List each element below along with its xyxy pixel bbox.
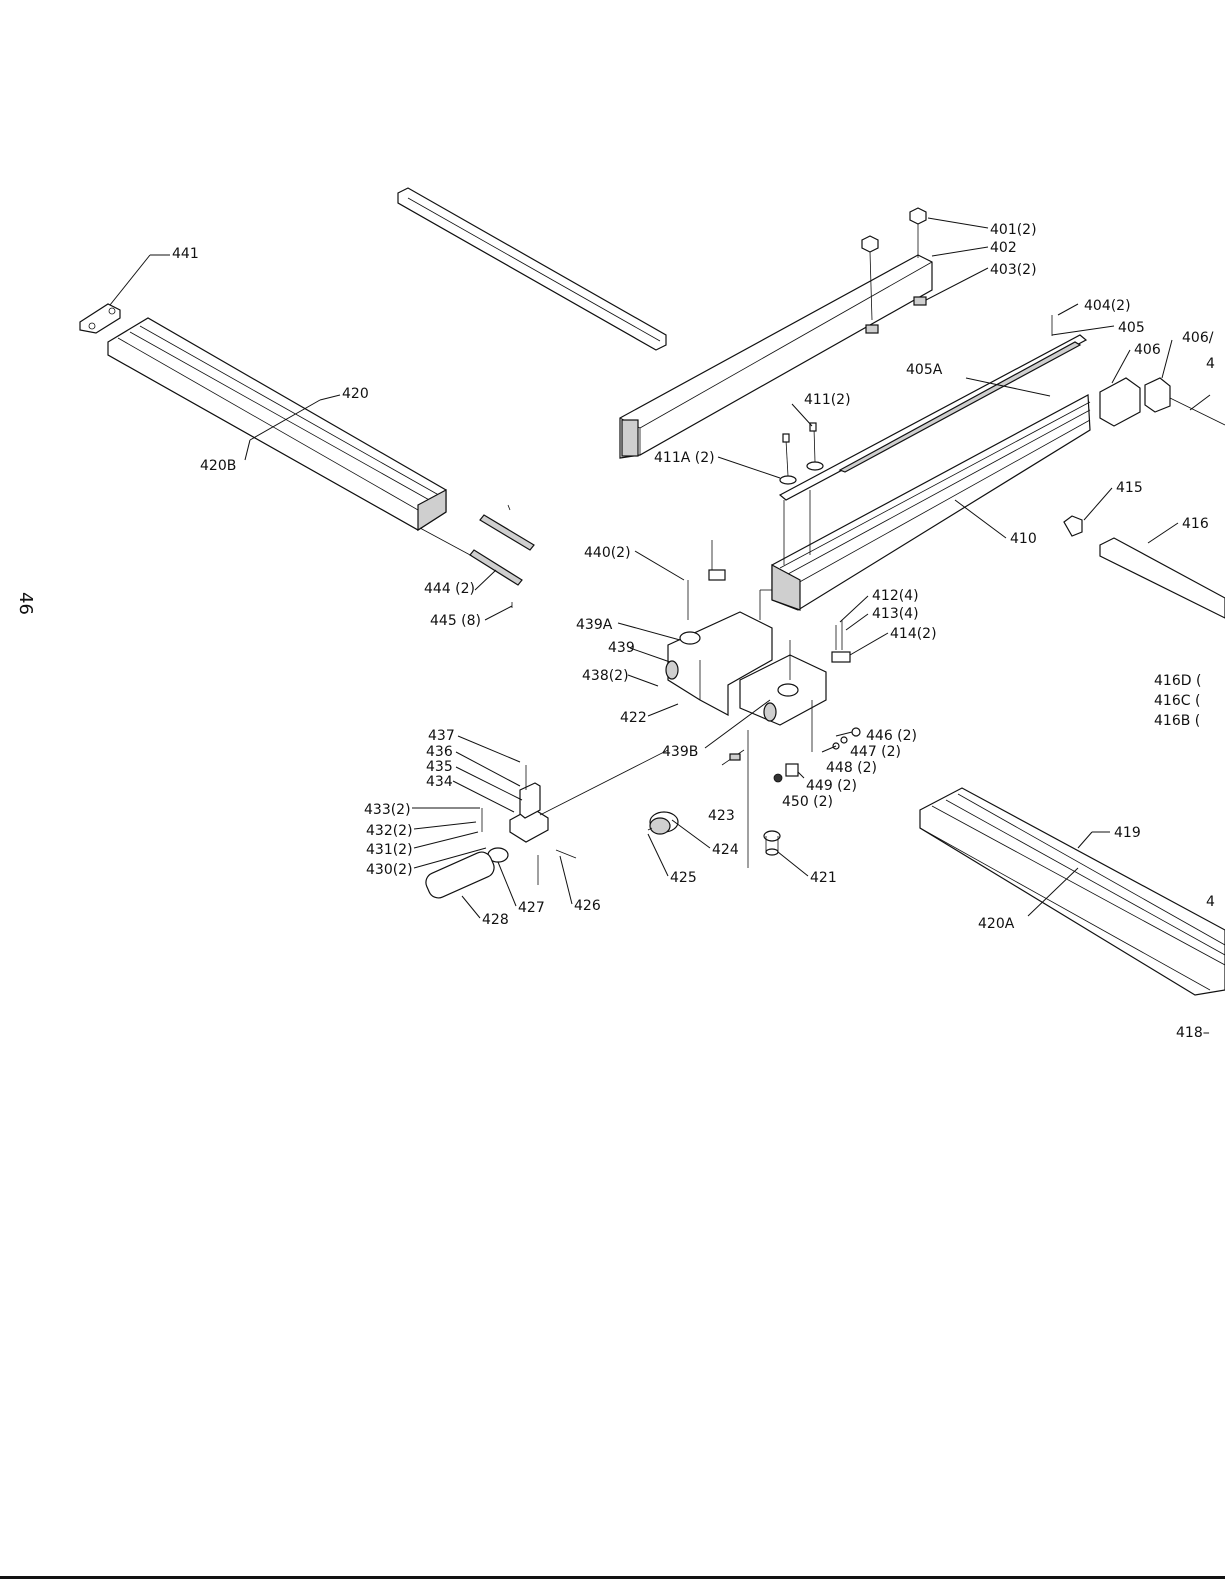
label-410: 410 xyxy=(1010,531,1037,547)
label-448: 448 (2) xyxy=(826,760,877,776)
label-439: 439 xyxy=(608,640,635,656)
part-421 xyxy=(763,830,781,856)
label-405A: 405A xyxy=(906,362,943,378)
label-416: 416 xyxy=(1182,516,1209,532)
label-416D: 416D ( xyxy=(1154,673,1201,689)
label-418: 418– xyxy=(1176,1025,1210,1041)
label-439B: 439B xyxy=(662,744,698,760)
part-441-bracket xyxy=(79,303,121,334)
label-424: 424 xyxy=(712,842,739,858)
label-427: 427 xyxy=(518,900,545,916)
part-labels: 401(2) 402 403(2) 404(2) 405 405A 406 40… xyxy=(172,222,1215,1041)
label-431: 431(2) xyxy=(366,842,413,858)
label-420A: 420A xyxy=(978,916,1015,932)
label-401: 401(2) xyxy=(990,222,1037,238)
label-430: 430(2) xyxy=(366,862,413,878)
label-426: 426 xyxy=(574,898,601,914)
leader-lines xyxy=(109,217,1211,919)
label-439A: 439A xyxy=(576,617,613,633)
label-420B: 420B xyxy=(200,458,236,474)
label-436: 436 xyxy=(426,744,453,760)
part-423-425 xyxy=(647,749,745,835)
label-406: 406 xyxy=(1134,342,1161,358)
part-410-fence xyxy=(771,394,1091,611)
label-450: 450 (2) xyxy=(782,794,833,810)
part-411-washers xyxy=(779,422,824,485)
label-403: 403(2) xyxy=(990,262,1037,278)
label-449: 449 (2) xyxy=(806,778,857,794)
label-413: 413(4) xyxy=(872,606,919,622)
label-416B: 416B ( xyxy=(1154,713,1200,729)
label-432: 432(2) xyxy=(366,823,413,839)
label-415: 415 xyxy=(1116,480,1143,496)
label-437: 437 xyxy=(428,728,455,744)
label-441: 441 xyxy=(172,246,199,262)
part-415-416 xyxy=(1063,515,1225,619)
label-420: 420 xyxy=(342,386,369,402)
label-440: 440(2) xyxy=(584,545,631,561)
label-406A: 406/ xyxy=(1182,330,1214,346)
label-435: 435 xyxy=(426,759,453,775)
part-439-head xyxy=(665,540,827,868)
part-top-plain-rail xyxy=(397,187,667,351)
label-411: 411(2) xyxy=(804,392,851,408)
label-422: 422 xyxy=(620,710,647,726)
label-447: 447 (2) xyxy=(850,744,901,760)
label-434: 434 xyxy=(426,774,453,790)
label-402: 402 xyxy=(990,240,1017,256)
label-433: 433(2) xyxy=(364,802,411,818)
part-419-rail xyxy=(919,787,1225,996)
label-419: 419 xyxy=(1114,825,1141,841)
part-406-end-cap xyxy=(1099,377,1225,427)
part-handle-assembly xyxy=(425,749,669,899)
label-446: 446 (2) xyxy=(866,728,917,744)
label-411A: 411A (2) xyxy=(654,450,715,466)
label-405: 405 xyxy=(1118,320,1145,336)
label-423: 423 xyxy=(708,808,735,824)
part-412-414 xyxy=(831,620,851,663)
label-406B: 4 xyxy=(1206,356,1215,372)
label-425: 425 xyxy=(670,870,697,886)
label-438: 438(2) xyxy=(582,668,629,684)
label-445: 445 (8) xyxy=(430,613,481,629)
part-444-strips xyxy=(469,504,535,608)
label-412: 412(4) xyxy=(872,588,919,604)
bottom-rule xyxy=(0,1576,1225,1579)
label-421: 421 xyxy=(810,870,837,886)
assembly-lines xyxy=(419,527,772,620)
part-446-450 xyxy=(773,727,861,783)
part-402-front-rail xyxy=(619,254,933,459)
label-404: 404(2) xyxy=(1084,298,1131,314)
label-444: 444 (2) xyxy=(424,581,475,597)
label-414: 414(2) xyxy=(890,626,937,642)
label-416C: 416C ( xyxy=(1154,693,1200,709)
label-4-right: 4 xyxy=(1206,894,1215,910)
part-401-knobs xyxy=(861,207,927,334)
part-405-scale xyxy=(778,315,1088,501)
label-428: 428 xyxy=(482,912,509,928)
